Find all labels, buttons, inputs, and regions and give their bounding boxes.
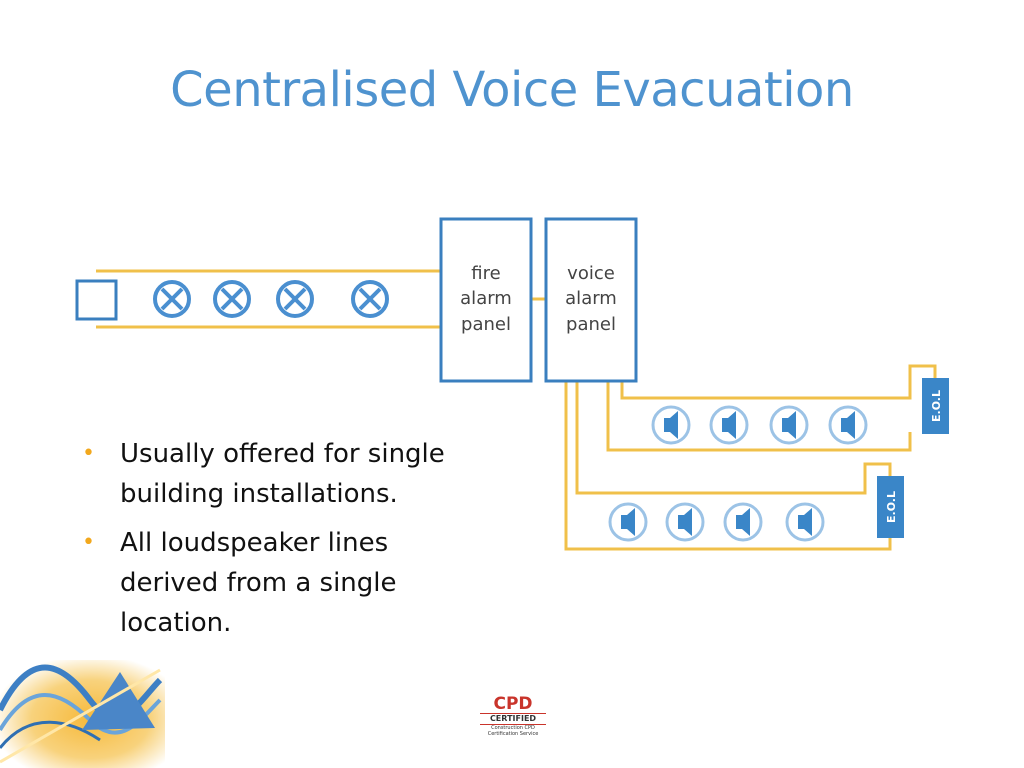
fire-alarm-panel: fire alarm panel [439, 217, 533, 383]
loudspeaker-icon [723, 502, 763, 542]
slide-title: Centralised Voice Evacuation [170, 62, 854, 118]
bullet-dot-icon: • [82, 530, 95, 555]
detector-icon [153, 280, 191, 318]
fire-panel-line-2: alarm [460, 288, 512, 309]
corner-wave-logo-icon [0, 660, 165, 768]
bullet-text: All loudspeaker lines derived from a sin… [120, 528, 397, 638]
bullet-item: • All loudspeaker lines derived from a si… [80, 523, 480, 643]
bullet-text: Usually offered for single building inst… [120, 439, 445, 509]
detector-icon [276, 280, 314, 318]
voice-panel-line-1: voice [567, 263, 615, 284]
detector-icon [213, 280, 251, 318]
loudspeaker-icon [709, 405, 749, 445]
eol-box-line-1: E.O.L [922, 378, 949, 434]
loudspeaker-icon [828, 405, 868, 445]
bullet-item: • Usually offered for single building ins… [80, 434, 480, 514]
fire-panel-line-1: fire [471, 263, 500, 284]
loudspeaker-icon [665, 502, 705, 542]
loudspeaker-icon [785, 502, 825, 542]
detector-icon [351, 280, 389, 318]
wiring [96, 269, 937, 551]
loudspeaker-icon [651, 405, 691, 445]
eol-label-1: E.O.L [930, 390, 943, 422]
eol-box-line-2: E.O.L [877, 476, 904, 538]
cpd-certified-text: CERTIFIED [480, 713, 546, 725]
voice-panel-line-2: alarm [565, 288, 617, 309]
bullet-dot-icon: • [82, 441, 95, 466]
loudspeaker-icon [769, 405, 809, 445]
voice-panel-line-3: panel [566, 314, 616, 335]
cpd-description-text: Construction CPD Certification Service [487, 725, 539, 737]
voice-alarm-panel: voice alarm panel [544, 217, 638, 383]
manual-call-point-box [75, 279, 118, 321]
fire-panel-line-3: panel [461, 314, 511, 335]
cpd-certified-badge: CPD CERTIFIED Construction CPD Certifica… [480, 695, 546, 737]
loudspeaker-icon [608, 502, 648, 542]
cpd-logo-text: CPD [493, 694, 533, 714]
bullet-list: • Usually offered for single building ins… [80, 434, 480, 652]
eol-label-2: E.O.L [885, 491, 898, 523]
